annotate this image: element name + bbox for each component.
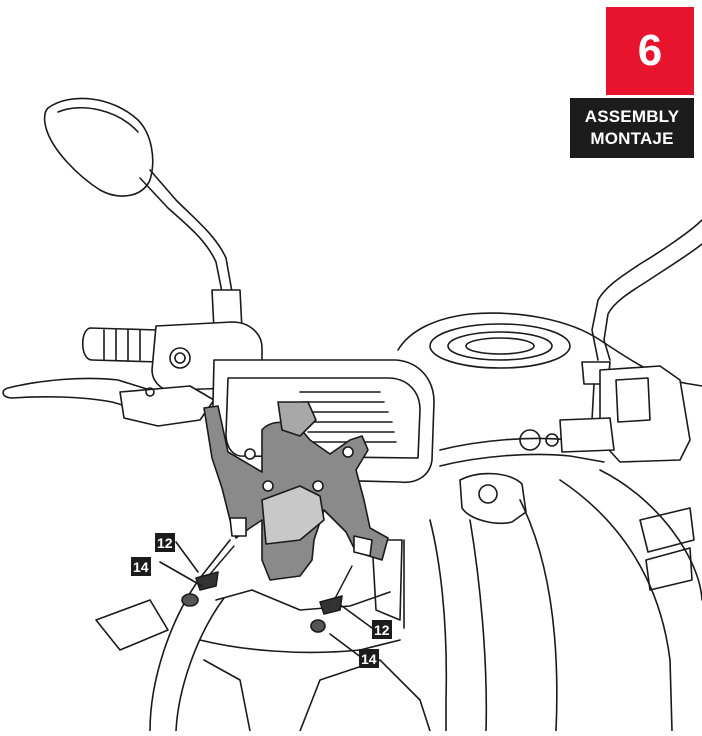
callout-left-washer: 14 [131,557,151,576]
callout-right-washer: 14 [359,649,379,668]
step-number-badge: 6 [606,7,694,95]
callout-left-screw: 12 [155,533,175,552]
right-controls [439,365,691,524]
fuel-tank [397,312,702,387]
mounting-bracket [203,401,389,581]
right-fasteners [310,565,373,659]
callout-right-screw: 12 [372,620,392,639]
step-title-box: ASSEMBLY MONTAJE [570,98,694,158]
front-fairing [95,469,702,732]
left-fasteners [159,541,235,607]
step-title-english: ASSEMBLY [584,107,680,126]
left-mirror [43,97,243,331]
step-title-spanish: MONTAJE [590,129,674,148]
left-handlebar [2,321,263,427]
tank-decal [639,507,695,591]
